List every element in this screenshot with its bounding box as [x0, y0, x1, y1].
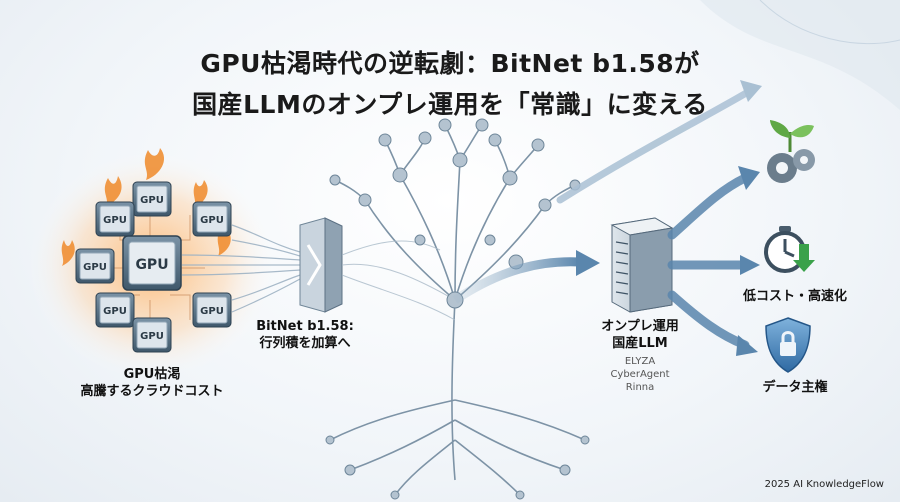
bitnet-caption: BitNet b1.58: 行列積を加算へ — [240, 318, 370, 352]
server-caption: オンプレ運用 国産LLM — [585, 318, 695, 352]
server-rack — [610, 217, 674, 313]
outcome-cost-speed: 低コスト・高速化 — [742, 289, 847, 304]
gpu-chip-label: GPU — [140, 331, 164, 342]
gpu-chip-label: GPU — [200, 306, 224, 317]
main-flow-arrow — [452, 257, 581, 304]
input-flow-lines — [181, 224, 301, 313]
footer-credit: 2025 AI KnowledgeFlow — [764, 479, 884, 490]
gpu-caption-line-1: GPU枯渇 — [123, 367, 181, 382]
gpu-chip-label: GPU — [83, 262, 107, 273]
stopwatch-icon — [764, 226, 815, 273]
gpu-chips: GPU GPU GPU GPU GPU GPU — [75, 181, 232, 353]
plant-gear-icon — [767, 120, 815, 183]
gpu-chip-label: GPU — [135, 257, 168, 273]
bitnet-caption-line-1: BitNet b1.58: — [256, 319, 354, 334]
title-line-2: 国産LLMのオンプレ運用を「常識」に変える — [192, 90, 708, 119]
bg-swoosh — [700, 0, 900, 110]
model-elyza: ELYZA — [624, 356, 656, 367]
gpu-chip-label: GPU — [140, 195, 164, 206]
title-line-1: GPU枯渇時代の逆転劇：BitNet b1.58が — [200, 49, 700, 78]
model-list: ELYZA CyberAgent Rinna — [585, 355, 695, 394]
outcome-data-sovereignty: データ主権 — [762, 380, 828, 395]
gpu-caption-line-2: 高騰するクラウドコスト — [80, 384, 224, 399]
model-rinna: Rinna — [625, 382, 655, 393]
arrow-heads — [736, 80, 762, 356]
gpu-chip-label: GPU — [200, 215, 224, 226]
neural-tree — [329, 124, 586, 496]
gpu-chip-label: GPU — [103, 215, 127, 226]
bitnet-gate — [299, 217, 343, 313]
model-cyberagent: CyberAgent — [610, 369, 670, 380]
gpu-chip-label: GPU — [103, 306, 127, 317]
shield-lock-icon — [765, 317, 811, 373]
server-caption-line-1: オンプレ運用 — [601, 319, 679, 334]
tree-nodes — [325, 118, 590, 500]
bitnet-caption-line-2: 行列積を加算へ — [259, 336, 351, 351]
server-caption-line-2: 国産LLM — [612, 336, 668, 351]
gpu-caption: GPU枯渇 高騰するクラウドコスト — [52, 366, 252, 400]
